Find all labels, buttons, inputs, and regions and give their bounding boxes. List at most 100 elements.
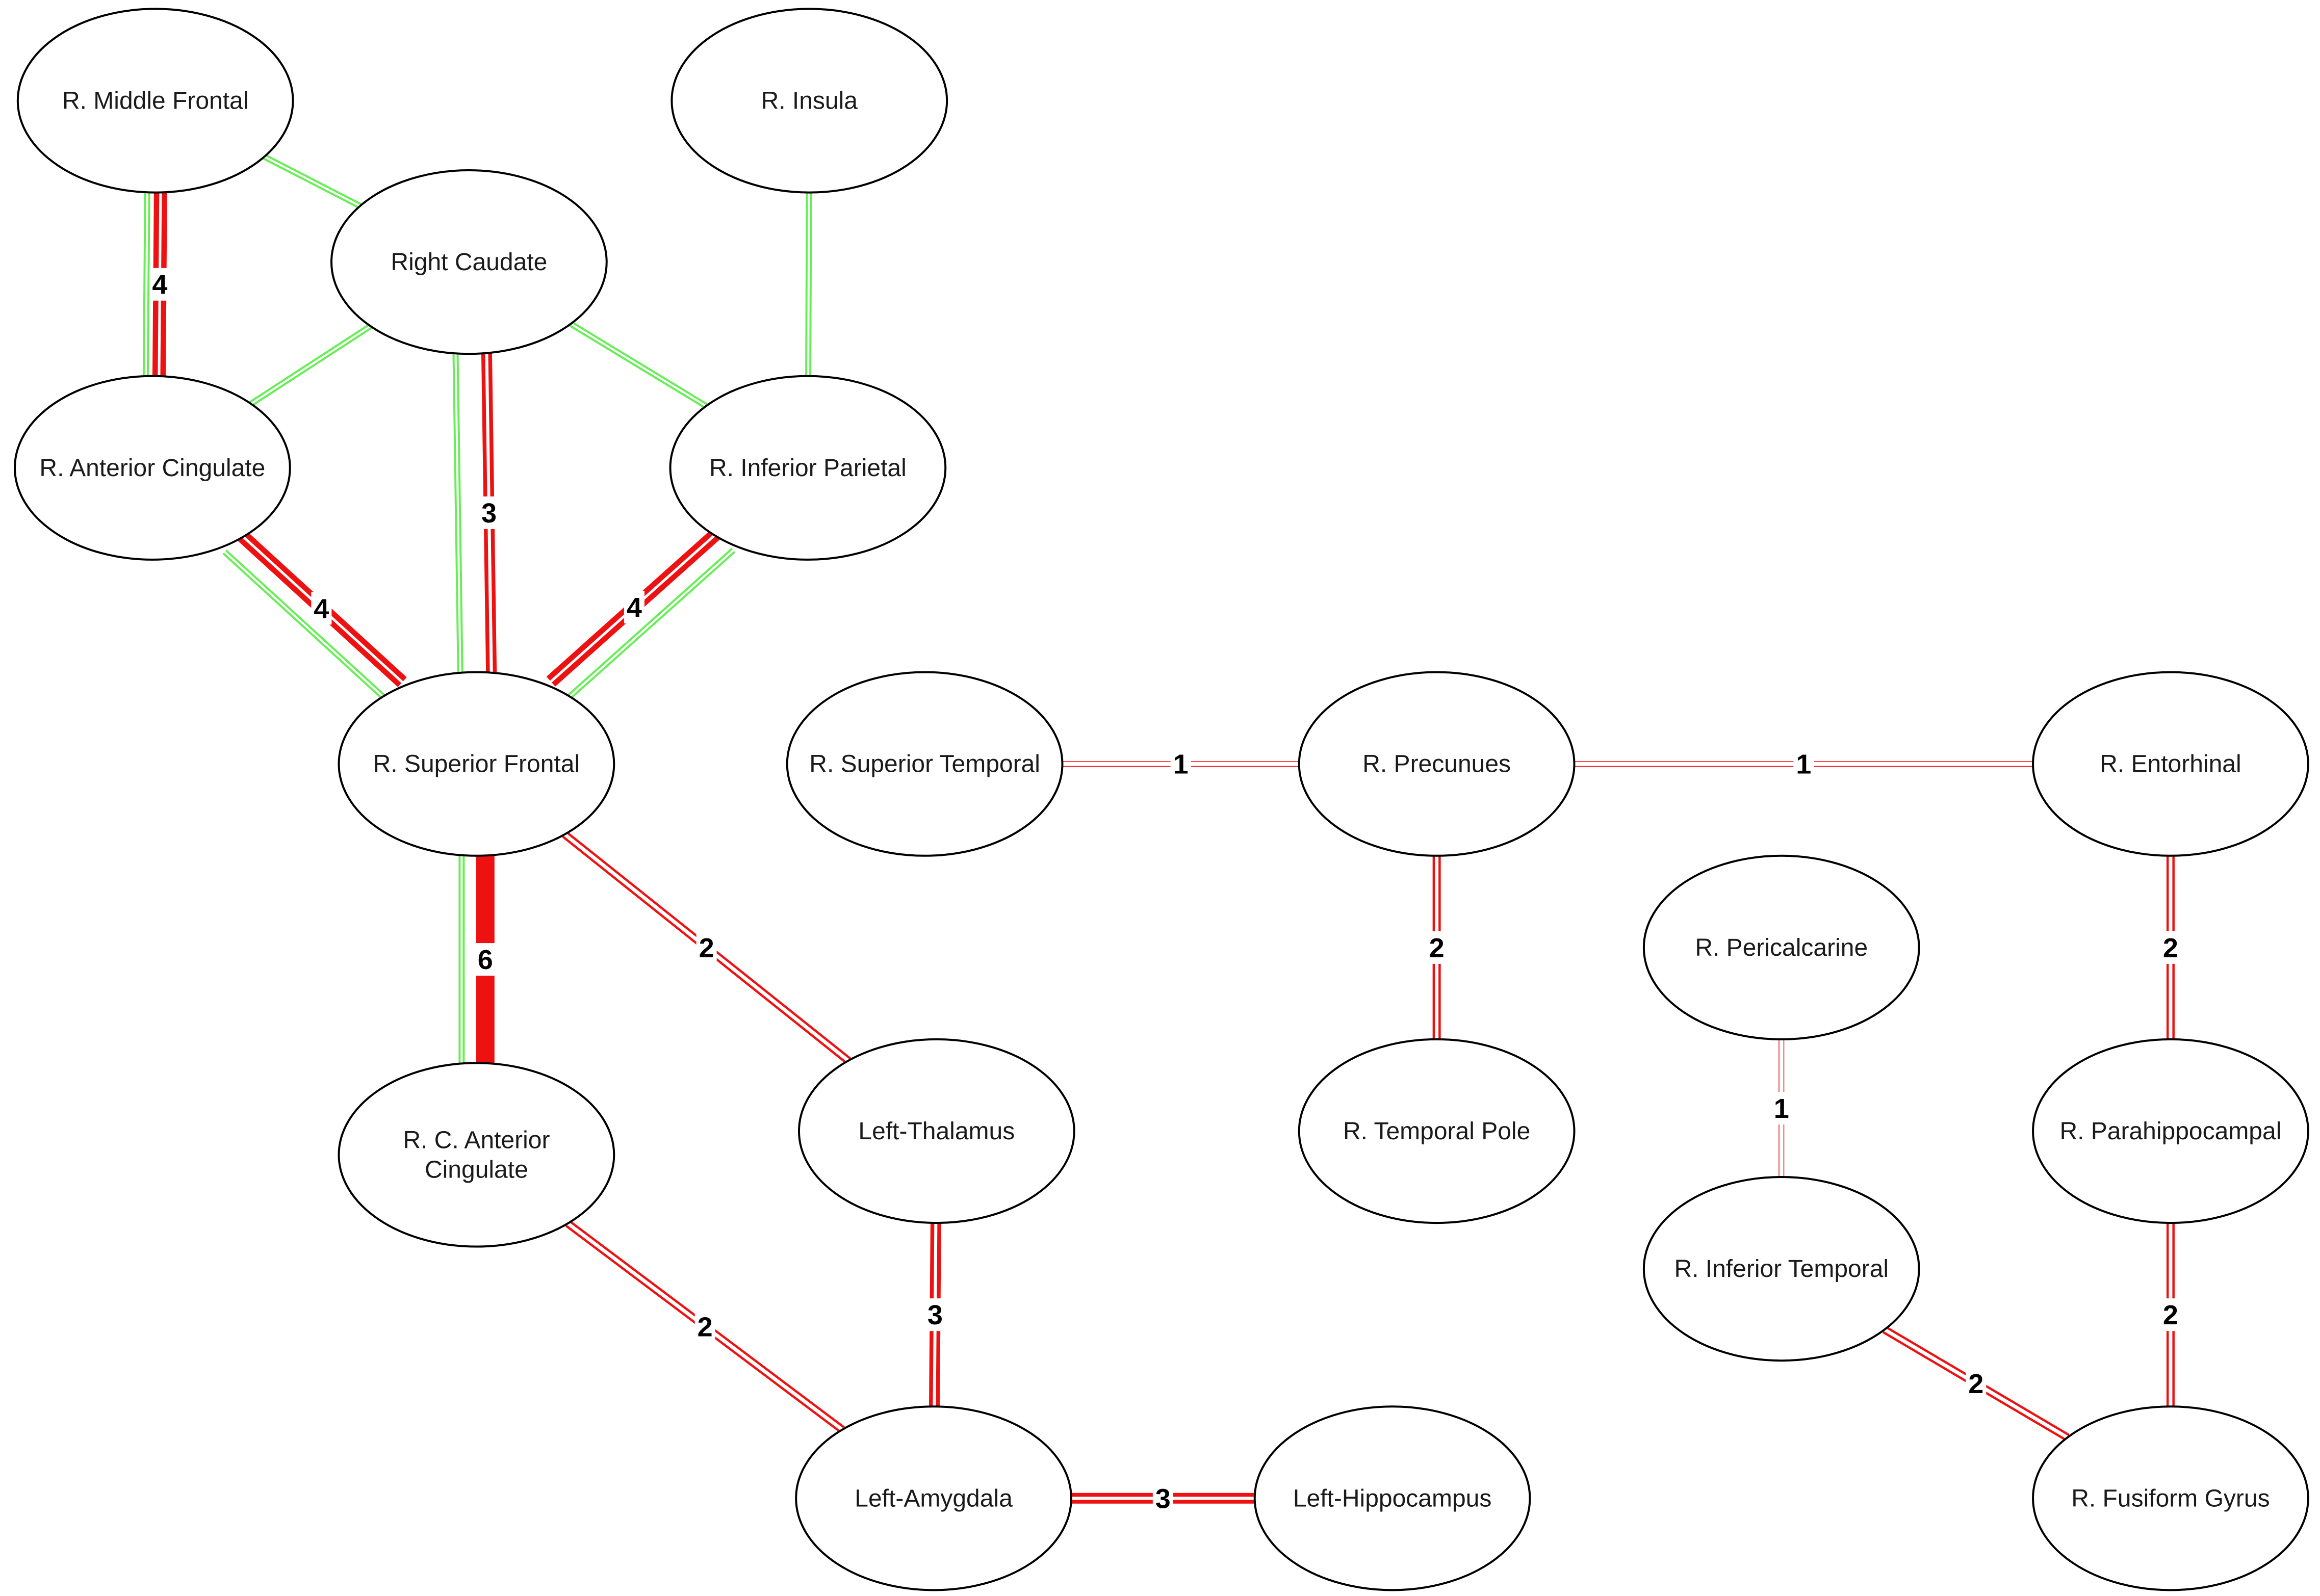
edge-inner-gap xyxy=(264,155,361,207)
edge-rmf-rac-green xyxy=(142,192,150,376)
node-lhip: Left-Hippocampus xyxy=(1253,1405,1531,1591)
edge-weight-label: 2 xyxy=(696,931,717,964)
edge-weight-text: 2 xyxy=(2163,1300,2178,1330)
node-label: R. Precunues xyxy=(1362,751,1511,778)
node-lth: Left-Thalamus xyxy=(797,1038,1075,1224)
edge-weight-text: 2 xyxy=(698,1312,713,1342)
node-ellipse xyxy=(2032,1405,2309,1591)
edge-inner-gap xyxy=(250,325,371,405)
edge-weight-label-bg xyxy=(1426,931,1447,964)
edge-weight-text: 3 xyxy=(481,498,497,529)
node-ellipse xyxy=(2032,671,2309,857)
edge-weight-label: 3 xyxy=(924,1298,945,1331)
node-ellipse xyxy=(1642,854,1920,1040)
edge-weight-text: 1 xyxy=(1173,749,1189,780)
node-ellipse xyxy=(2032,1038,2309,1224)
edge-weight-label: 3 xyxy=(479,496,500,529)
edge-weight-label: 2 xyxy=(1426,931,1447,964)
node-rent: R. Entorhinal xyxy=(2032,671,2309,857)
edge-weight-label-bg xyxy=(475,943,496,976)
node-rmf: R. Middle Frontal xyxy=(16,8,294,194)
edge-weight-label-bg xyxy=(479,496,500,529)
node-label: Cingulate xyxy=(425,1156,528,1183)
node-label: R. Temporal Pole xyxy=(1343,1118,1530,1145)
edge-weight-label: 3 xyxy=(1152,1482,1173,1515)
edge-weight-label: 1 xyxy=(1793,747,1814,780)
edge-weight-text: 2 xyxy=(1968,1369,1983,1399)
node-rpc: R. Pericalcarine xyxy=(1642,854,1920,1040)
edge-weight-label-bg xyxy=(694,1310,715,1343)
edge-weight-label-bg xyxy=(624,590,645,623)
edge-weight-label-bg xyxy=(311,592,332,625)
edge-weight-label: 6 xyxy=(475,943,496,976)
node-ellipse xyxy=(669,375,947,561)
node-label: R. Fusiform Gyrus xyxy=(2071,1485,2270,1512)
node-rsf: R. Superior Frontal xyxy=(338,671,615,857)
edge-weight-text: 3 xyxy=(1155,1483,1171,1514)
edge-weight-label-bg xyxy=(1152,1482,1173,1515)
edge-weight-label: 4 xyxy=(311,592,332,625)
node-rpar: R. Parahippocampal xyxy=(2032,1038,2309,1224)
edge-weight-text: 6 xyxy=(478,945,493,975)
edge-rcau-rip-green xyxy=(569,321,708,409)
edge-rmf-rcau-green xyxy=(263,154,362,209)
edge-weight-label: 2 xyxy=(2160,1298,2181,1331)
edge-weight-label: 2 xyxy=(694,1310,715,1343)
edge-rac-rsf-green xyxy=(222,550,389,702)
edge-inner-gap xyxy=(570,323,707,407)
node-rit: R. Inferior Temporal xyxy=(1642,1176,1920,1362)
node-rtp: R. Temporal Pole xyxy=(1298,1038,1576,1224)
edge-inner-gap xyxy=(565,549,734,700)
node-label: Left-Amygdala xyxy=(855,1485,1013,1512)
node-ellipse xyxy=(330,169,608,355)
node-rcau: Right Caudate xyxy=(330,169,608,355)
node-rpre: R. Precunues xyxy=(1298,671,1576,857)
edge-inner-gap xyxy=(807,192,810,376)
node-label: R. Middle Frontal xyxy=(62,88,248,115)
node-ellipse xyxy=(14,375,291,561)
edge-weight-label-bg xyxy=(1966,1367,1987,1400)
node-rip: R. Inferior Parietal xyxy=(669,375,947,561)
node-lam: Left-Amygdala xyxy=(795,1405,1072,1591)
edge-rip-rsf-green xyxy=(564,547,736,702)
edge-weight-text: 2 xyxy=(699,933,714,963)
edge-weight-label-bg xyxy=(1793,747,1814,780)
node-label: Left-Thalamus xyxy=(858,1118,1015,1145)
node-label: R. Inferior Temporal xyxy=(1674,1255,1889,1283)
edge-weight-label-bg xyxy=(1771,1091,1792,1124)
edge-weight-label-bg xyxy=(2160,931,2181,964)
edge-weight-label: 4 xyxy=(149,268,170,301)
edge-inner-gap xyxy=(224,551,387,701)
edge-weight-text: 4 xyxy=(152,270,167,300)
node-rst: R. Superior Temporal xyxy=(786,671,1064,857)
edge-weight-label-bg xyxy=(696,931,717,964)
edge-weight-label-bg xyxy=(924,1298,945,1331)
node-ellipse xyxy=(795,1405,1072,1591)
edge-weight-label-bg xyxy=(2160,1298,2181,1331)
edge-weight-label: 1 xyxy=(1771,1091,1792,1124)
edge-weight-label-bg xyxy=(1170,747,1191,780)
node-label: Left-Hippocampus xyxy=(1293,1485,1492,1512)
node-ellipse xyxy=(1298,1038,1576,1224)
node-ellipse xyxy=(1253,1405,1531,1591)
node-ellipse xyxy=(16,8,294,194)
node-label: R. Entorhinal xyxy=(2100,751,2241,778)
node-rins: R. Insula xyxy=(671,8,948,194)
node-rac: R. Anterior Cingulate xyxy=(14,375,291,561)
node-label: R. C. Anterior xyxy=(403,1127,550,1154)
edge-weight-label: 2 xyxy=(2160,931,2181,964)
edge-inner-gap xyxy=(454,354,461,673)
node-ellipse xyxy=(1642,1176,1920,1362)
edge-weight-text: 2 xyxy=(2163,933,2178,963)
edge-rins-rip-green xyxy=(805,192,812,376)
node-label: R. Insula xyxy=(761,88,858,115)
node-label: R. Parahippocampal xyxy=(2059,1118,2281,1145)
edge-weight-text: 2 xyxy=(1429,933,1445,963)
node-rfg: R. Fusiform Gyrus xyxy=(2032,1405,2309,1591)
edge-weight-text: 3 xyxy=(927,1300,943,1330)
edge-weight-text: 1 xyxy=(1796,749,1811,780)
node-ellipse xyxy=(338,671,615,857)
node-ellipse xyxy=(786,671,1064,857)
